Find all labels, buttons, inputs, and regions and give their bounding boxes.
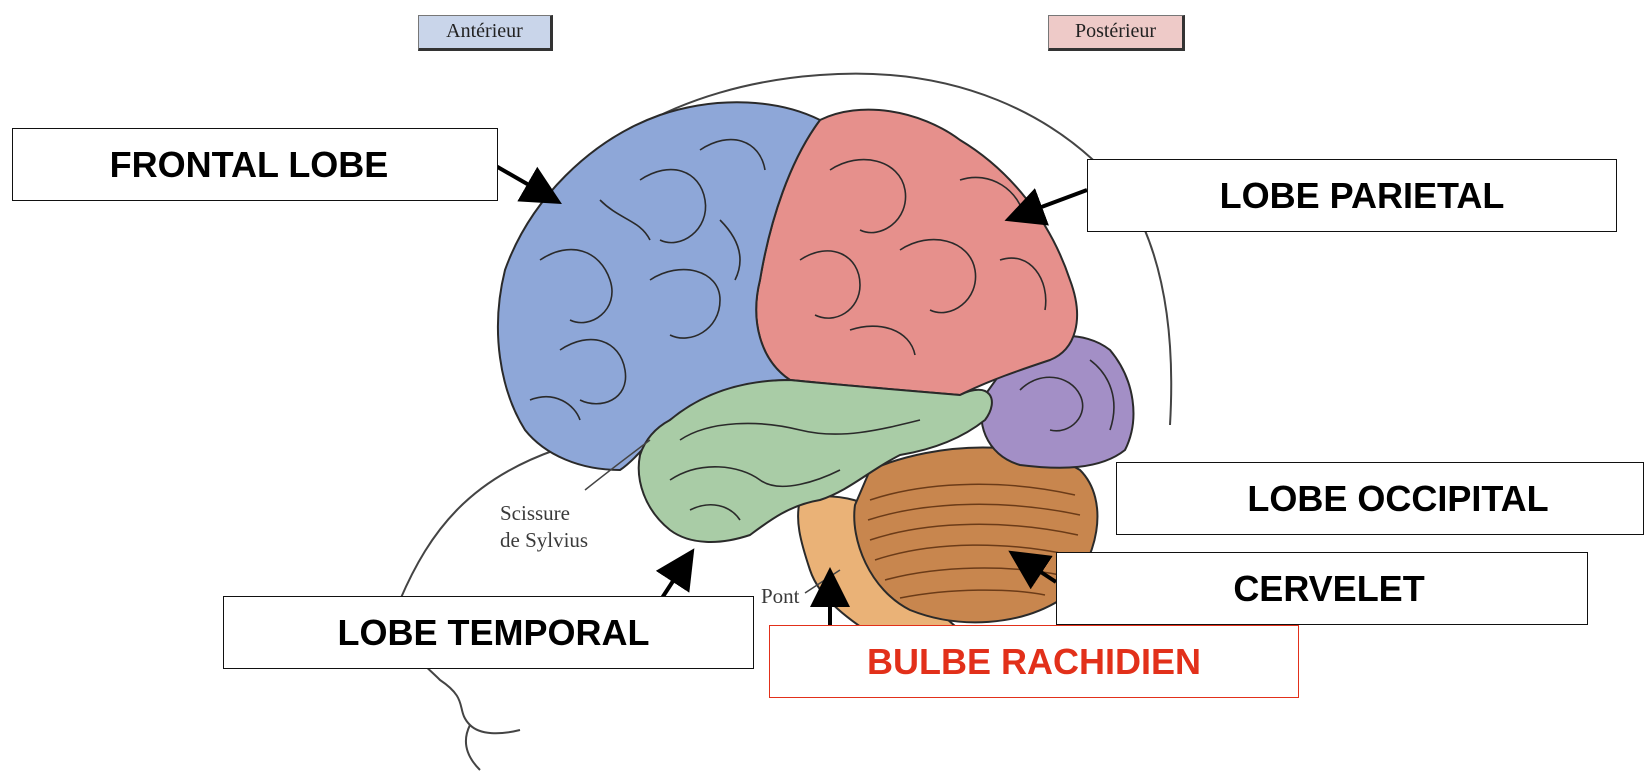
- parietal-lobe-shape: [756, 110, 1077, 395]
- face-outline: [398, 450, 555, 733]
- chin-outline: [466, 725, 480, 770]
- cervelet-label: CERVELET: [1056, 552, 1588, 625]
- temporal-arrow: [662, 555, 690, 598]
- occipital-lobe-label: LOBE OCCIPITAL: [1116, 462, 1644, 535]
- bulbe-rachidien-label: BULBE RACHIDIEN: [769, 625, 1299, 698]
- anterior-tag: Antérieur: [418, 15, 553, 51]
- posterior-tag: Postérieur: [1048, 15, 1185, 51]
- pont-label: Pont: [761, 583, 800, 609]
- sylvius-label: de Sylvius: [500, 527, 588, 553]
- temporal-lobe-label: LOBE TEMPORAL: [223, 596, 754, 669]
- frontal-lobe-label: FRONTAL LOBE: [12, 128, 498, 201]
- scissure-label: Scissure: [500, 500, 570, 526]
- parietal-lobe-label: LOBE PARIETAL: [1087, 159, 1617, 232]
